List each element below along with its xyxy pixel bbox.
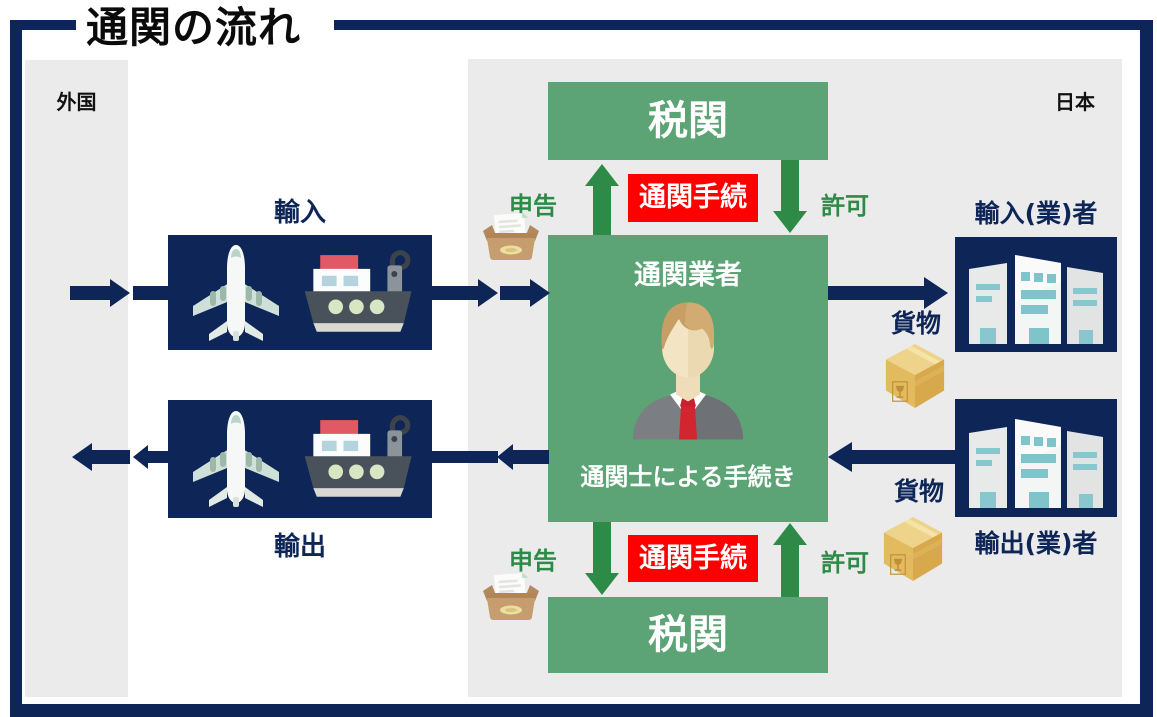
inbox-tray-icon	[483, 212, 539, 260]
customs-bottom-box: 税関	[548, 597, 828, 673]
declaration-label-bottom: 申告	[509, 547, 557, 575]
declaration-arrow-bottom	[593, 522, 611, 574]
arrow-import-to-broker-1	[478, 279, 498, 307]
broker-note: 通関士による手続き	[580, 463, 796, 491]
frame-border-top	[10, 20, 1153, 30]
arrow-export-small	[133, 445, 148, 469]
customs-top-box: 税関	[548, 82, 828, 160]
inbox-tray-icon	[483, 572, 539, 620]
arrow-import-foreign	[70, 286, 110, 300]
cargo-box-icon	[885, 344, 945, 408]
declaration-arrow-bottom	[585, 573, 619, 595]
procedure-top-label: 通関手続	[639, 182, 747, 213]
arrow-broker-to-importer	[924, 277, 948, 309]
broker-title: 通関業者	[634, 260, 742, 291]
cargo-label-top: 貨物	[890, 309, 941, 338]
arrow-export-foreign	[92, 450, 130, 464]
procedure-top-badge: 通関手続	[628, 174, 758, 222]
foreign-region-label: 外国	[56, 90, 97, 114]
export-label: 輸出	[273, 532, 326, 562]
declaration-arrow-top	[593, 185, 611, 235]
arrow-import-to-broker-2	[530, 279, 550, 307]
buildings-icon	[969, 255, 1103, 344]
arrow-exporter-to-broker	[852, 450, 955, 464]
importer-label: 輸入(業)者	[974, 199, 1098, 228]
cargo-ship-icon	[304, 415, 412, 497]
cargo-label-bottom: 貨物	[893, 477, 944, 506]
permission-arrow-bottom	[773, 523, 807, 545]
arrow-import-to-broker-2	[500, 286, 530, 300]
title-backplate	[76, 16, 334, 34]
frame-border-bottom	[10, 704, 1153, 717]
arrow-export-small	[148, 451, 168, 463]
arrow-broker-to-transport	[513, 450, 549, 464]
japan-region-label: 日本	[1055, 90, 1095, 114]
procedure-bottom-badge: 通関手続	[628, 535, 758, 582]
foreign-region-panel	[25, 60, 128, 697]
permission-arrow-top	[781, 160, 799, 212]
airplane-icon	[193, 411, 279, 507]
page-title: 通関の流れ	[86, 3, 302, 52]
declaration-arrow-top	[585, 164, 619, 186]
permission-label-bottom: 許可	[821, 549, 869, 577]
cargo-ship-icon	[304, 250, 412, 332]
arrow-import-to-broker-1	[432, 286, 478, 300]
arrow-broker-to-importer	[828, 286, 924, 300]
buildings-icon	[969, 419, 1103, 508]
broker-box: 通関業者 通関士による手続き	[548, 235, 828, 522]
cargo-box-icon	[883, 517, 943, 581]
arrow-import-connector	[133, 286, 168, 300]
arrow-import-foreign	[110, 279, 130, 307]
person-icon	[633, 302, 743, 440]
permission-arrow-bottom	[781, 544, 799, 597]
arrow-export-foreign	[72, 443, 92, 471]
permission-arrow-top	[773, 211, 807, 233]
customs-top-label: 税関	[648, 98, 728, 144]
customs-bottom-label: 税関	[648, 612, 728, 658]
frame-border-right	[1140, 20, 1153, 710]
procedure-bottom-label: 通関手続	[639, 543, 747, 574]
exporter-label: 輸出(業)者	[974, 529, 1098, 558]
arrow-exporter-to-broker	[828, 442, 852, 472]
arrow-broker-to-transport	[497, 444, 513, 470]
import-label: 輸入	[273, 198, 326, 228]
airplane-icon	[193, 245, 279, 341]
arrow-export-connector	[432, 451, 498, 463]
permission-label-top: 許可	[821, 192, 869, 220]
frame-border-left	[10, 20, 22, 710]
